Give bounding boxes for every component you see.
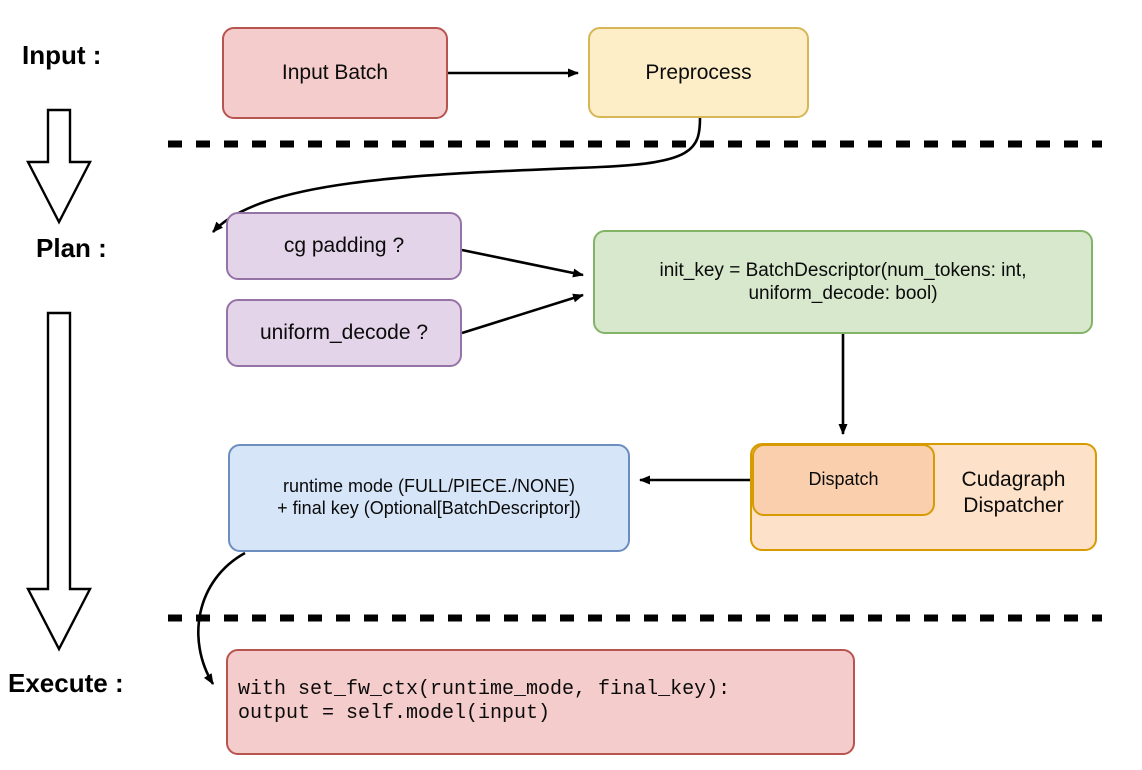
node-init-key-batchdescriptor: init_key = BatchDescriptor(num_tokens: i… <box>593 230 1093 334</box>
stage-label-plan: Plan : <box>36 233 107 263</box>
node-init-key-batchdescriptor-label: init_key = BatchDescriptor(num_tokens: i… <box>659 259 1027 304</box>
node-execute-code-block-label: with set_fw_ctx(runtime_mode, final_key)… <box>238 677 731 725</box>
node-runtime-mode-final-key-label: runtime mode (FULL/PIECE./NONE) + final … <box>277 476 581 518</box>
node-runtime-mode-final-key: runtime mode (FULL/PIECE./NONE) + final … <box>228 444 630 552</box>
node-cudagraph-dispatcher-label: Cudagraph Dispatcher <box>961 468 1066 517</box>
edge-preprocess-to-cg-padding <box>212 117 702 233</box>
stage-label-execute: Execute : <box>8 668 124 698</box>
stage-arrow-input-to-plan <box>26 108 92 225</box>
edge-cg-padding-to-init-key <box>461 248 584 278</box>
node-input-batch: Input Batch <box>222 27 448 119</box>
node-uniform-decode-label: uniform_decode ? <box>259 321 429 345</box>
edge-runtime-mode-to-execute-code <box>197 551 246 685</box>
node-cg-padding: cg padding ? <box>226 212 462 280</box>
stage-flow-arrow-group <box>26 108 92 652</box>
node-cg-padding-label: cg padding ? <box>283 234 405 258</box>
node-dispatch: Dispatch <box>752 444 935 516</box>
stage-arrow-plan-to-execute <box>26 311 92 652</box>
node-execute-code-block: with set_fw_ctx(runtime_mode, final_key)… <box>226 649 855 755</box>
edge-uniform-decode-to-init-key <box>461 293 584 335</box>
connector-group <box>197 68 848 685</box>
node-preprocess-label: Preprocess <box>645 60 752 84</box>
node-input-batch-label: Input Batch <box>281 61 389 85</box>
node-dispatch-label: Dispatch <box>808 469 879 490</box>
node-preprocess: Preprocess <box>588 27 809 118</box>
stage-label-input: Input : <box>22 40 102 70</box>
node-uniform-decode: uniform_decode ? <box>226 299 462 367</box>
